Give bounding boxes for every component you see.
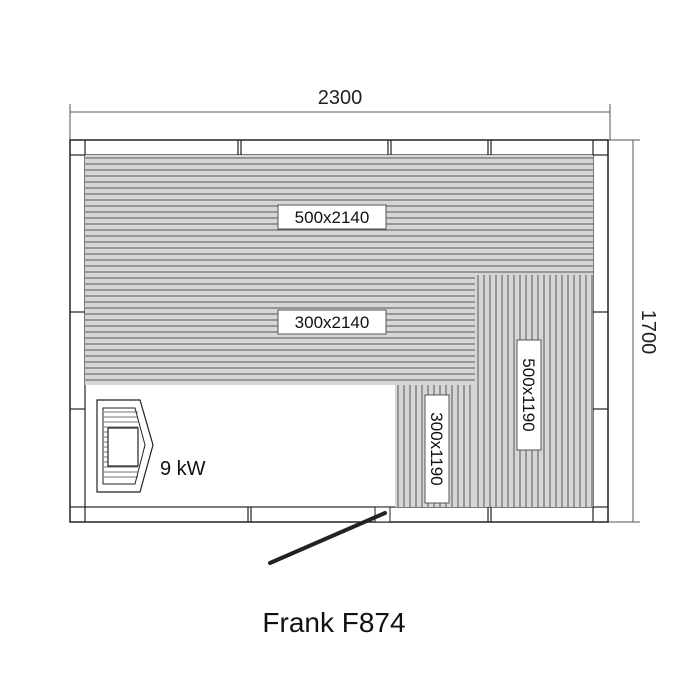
bench-label-300x2140: 300x2140 — [295, 313, 370, 332]
depth-dimension: 1700 — [604, 139, 659, 523]
bench-label-300x1190: 300x1190 — [427, 412, 446, 485]
width-dimension-label: 2300 — [318, 87, 363, 109]
model-name: Frank F874 — [262, 607, 405, 638]
bench-label-500x1190: 500x1190 — [519, 358, 538, 431]
door-leaf — [268, 511, 387, 565]
door — [268, 506, 391, 565]
bench-label-500x2140: 500x2140 — [295, 208, 370, 227]
bench-labels: 500x2140 300x2140 500x1190 300x1190 — [277, 204, 542, 504]
width-dimension: 2300 — [69, 87, 611, 140]
depth-dimension-label: 1700 — [637, 310, 659, 355]
heater-power-label: 9 kW — [160, 458, 206, 480]
heater: 9 kW — [96, 399, 206, 493]
heater-stone-box — [107, 427, 139, 467]
